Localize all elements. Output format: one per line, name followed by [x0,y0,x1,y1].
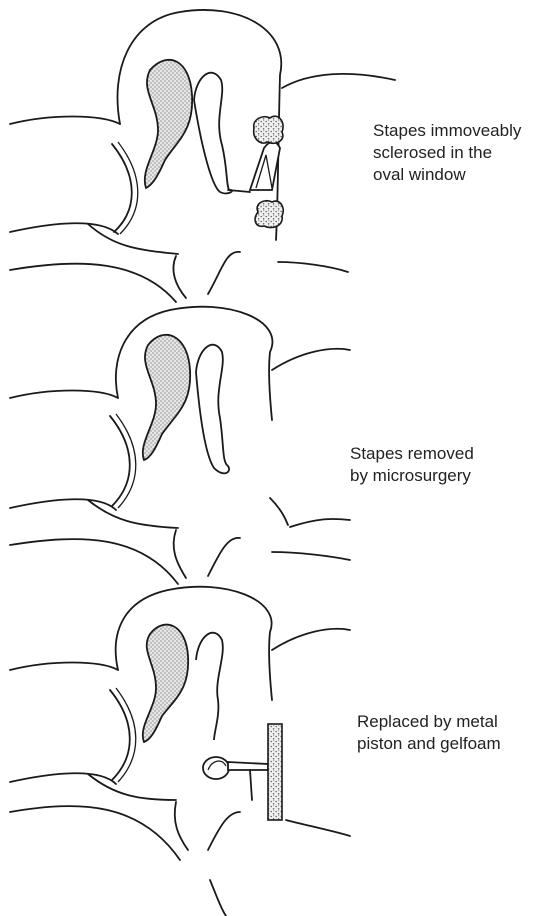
panel-3-piston-replacement [10,587,350,916]
panel-1-sclerosed-stapes [10,10,395,302]
caption-piston-replacement: Replaced by metal piston and gelfoam [357,711,501,755]
caption-stapes-removed: Stapes removed by microsurgery [350,443,474,487]
panel-2-stapes-removed [10,307,350,584]
caption-sclerosed-stapes: Stapes immoveably sclerosed in the oval … [373,120,521,186]
